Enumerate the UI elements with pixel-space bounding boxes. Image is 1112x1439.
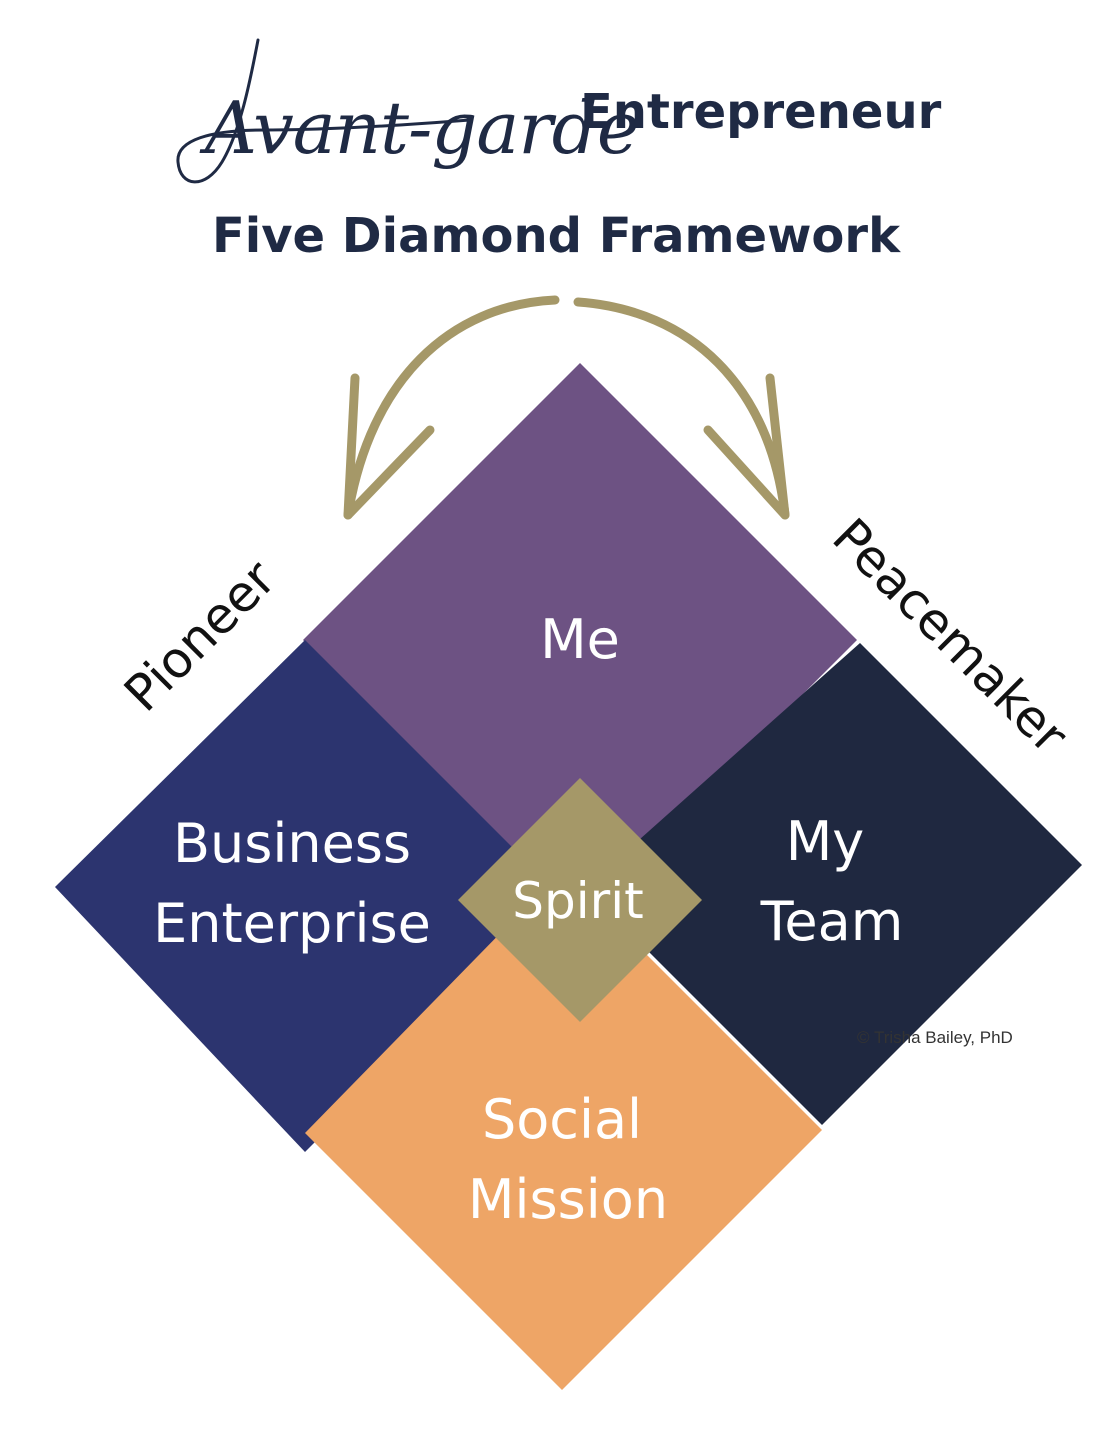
label-enterprise: Enterprise <box>153 892 431 955</box>
diamond-social-mission <box>305 870 822 1390</box>
label-social: Social <box>482 1088 642 1151</box>
label-my: My <box>786 810 865 873</box>
label-me: Me <box>540 608 620 671</box>
label-team: Team <box>760 890 904 953</box>
subtitle: Five Diamond Framework <box>212 208 900 264</box>
arrow-left-icon <box>343 295 560 520</box>
label-spirit: Spirit <box>512 872 643 930</box>
diamond-my-team <box>585 643 1082 1125</box>
title-script-text: Avant-garde <box>205 86 639 170</box>
arrow-right-icon <box>573 297 790 520</box>
title-script: Avant-garde <box>170 22 639 202</box>
copyright-text: © Trisha Bailey, PhD <box>857 1028 1013 1047</box>
diamond-business-enterprise <box>55 640 561 1152</box>
diamond-spirit <box>458 778 702 1022</box>
signature-swash <box>176 38 472 184</box>
label-business: Business <box>173 812 411 875</box>
title-bold: Entrepreneur <box>580 84 942 140</box>
label-mission: Mission <box>468 1168 668 1231</box>
